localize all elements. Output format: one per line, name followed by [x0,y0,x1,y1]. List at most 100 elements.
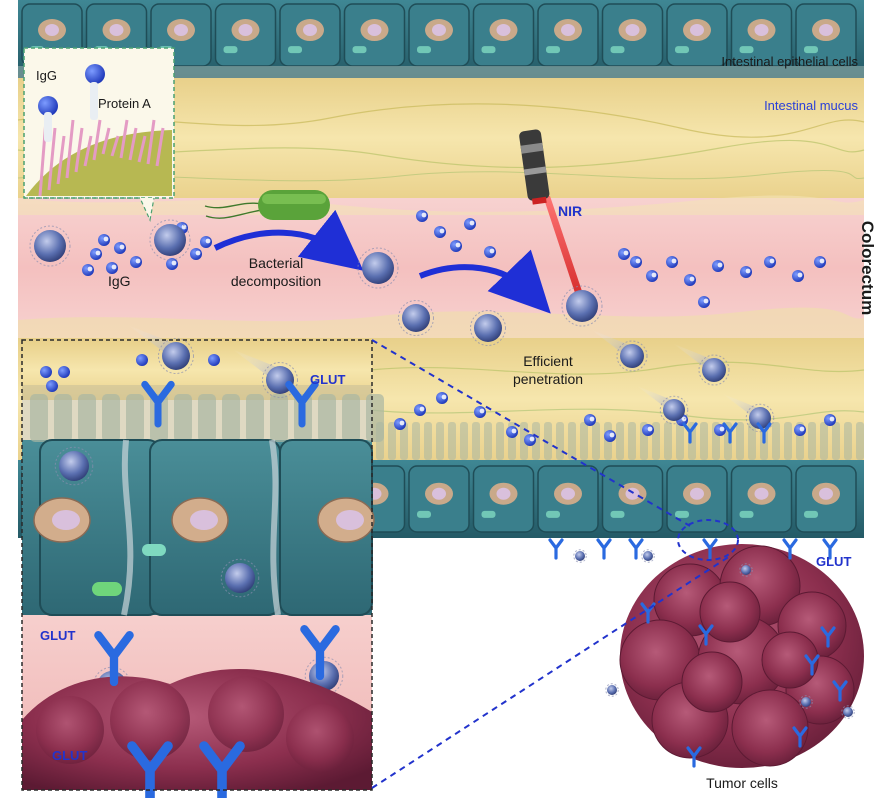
nanoparticle-icon [470,310,506,346]
nanoparticle-icon [573,549,587,563]
inset-tumor [22,668,372,790]
igg-antibody-icon [712,260,724,272]
igg-antibody-icon [38,96,58,116]
inset-microvillus [366,394,384,442]
tumor-lobe [681,651,743,713]
epithelial-cell [214,3,277,67]
nanoparticle-icon [357,247,399,289]
igg-antibody-icon [646,270,658,282]
igg-antibody-icon [434,226,446,238]
nanoparticle-icon [149,219,191,261]
igg-antibody-icon [618,248,630,260]
nanoparticle-icon [29,225,71,267]
zoom-lines [371,339,739,789]
igg-antibody-icon [58,366,70,378]
igg-antibody-icon [200,236,212,248]
igg-antibody-icon [506,426,518,438]
glut-receptor-icon [285,380,319,428]
glut-receptor-icon [94,631,134,687]
inset-microvillus [78,394,96,442]
igg-antibody-icon [85,64,105,84]
tight-junction [121,439,134,616]
inset-microvillus [342,394,360,442]
label-decomposition: decomposition [231,273,321,289]
glut-receptor-icon [722,422,738,444]
label-nir: NIR [558,203,582,219]
glut-receptor-icon [782,538,798,560]
inset-microvillus [246,394,264,442]
glut-receptor-icon [686,746,702,768]
label-colorectum: Colorectum [858,221,877,315]
nanoparticle-icon [591,329,648,372]
igg-antibody-icon [130,256,142,268]
epithelial-cell [666,465,728,533]
tumor-cluster-icon [619,544,864,768]
surface-chain [155,127,165,167]
label-glut-right: GLUT [816,554,851,569]
nanoparticle-icon [739,563,753,577]
flow-arrow-1 [213,209,364,271]
igg-antibody-icon [792,270,804,282]
surface-chain [83,135,93,167]
igg-antibody-icon [46,380,58,392]
flow-arrow-2 [418,249,551,314]
nanoparticle-icon [605,683,619,697]
glut-receptor-icon [702,538,718,560]
inset-tumor-lobe [110,680,190,760]
molecular-inset [23,47,175,222]
nanoparticle-icon [641,549,655,563]
epithelial-cell [795,3,857,67]
surface-chain [137,135,147,163]
igg-antibody-icon [114,242,126,254]
igg-antibody-icon [684,274,696,286]
nanoparticle-icon [673,343,730,386]
inset-microvillus [30,394,48,442]
igg-antibody-icon [714,424,726,436]
inset-microvillus [198,394,216,442]
glut-receptors-outer [548,422,855,768]
mitochondrion [142,544,166,556]
nanoparticle-icon [220,558,260,598]
epithelial-cell [601,465,664,533]
nanoparticle-icon [128,325,194,374]
igg-antibody-icon [824,414,836,426]
glut-receptor-icon [300,625,340,681]
igg-antibody-icon [642,424,654,436]
tumor-lobe [699,581,761,643]
epithelial-cell [472,465,535,533]
epithelial-cell [795,465,857,533]
epithelial-cell [730,3,793,67]
epithelial-cell [537,3,599,67]
glut-receptor-icon [628,538,644,560]
surface-chain [47,127,57,191]
nanoparticle-icon [398,300,434,336]
igg-antibody-icon [584,414,596,426]
igg-antibody-icon [698,296,710,308]
igg-antibody-icon [794,424,806,436]
nanoparticle-icon [722,393,775,433]
nanoparticle-icon [561,285,603,327]
igg-antibody-icon [764,256,776,268]
nanoparticle-icon [799,695,813,709]
label-efficient: Efficient [523,353,573,369]
igg-antibody-icon [190,248,202,260]
inset-tumor-lobe [36,696,104,764]
glut-receptor-icon [199,741,245,803]
glut-receptor-icon [792,726,808,748]
surface-chain [128,127,138,161]
inset-microvillus [102,394,120,442]
igg-antibody-icon [436,392,448,404]
label-bacterial: Bacterial [249,255,303,271]
tumor-lobe [761,631,819,689]
label-mucus: Intestinal mucus [764,98,858,113]
igg-antibody-icon [414,404,426,416]
igg-antibody-icon [106,262,118,274]
igg-antibody-icon [394,418,406,430]
epithelial-cell [472,3,535,67]
protein-a-icon [44,112,52,142]
epithelial-cell [279,3,341,67]
zoom-inset-panel [21,325,384,803]
epithelial-cell [666,3,728,67]
inset-microvillus [318,394,336,442]
